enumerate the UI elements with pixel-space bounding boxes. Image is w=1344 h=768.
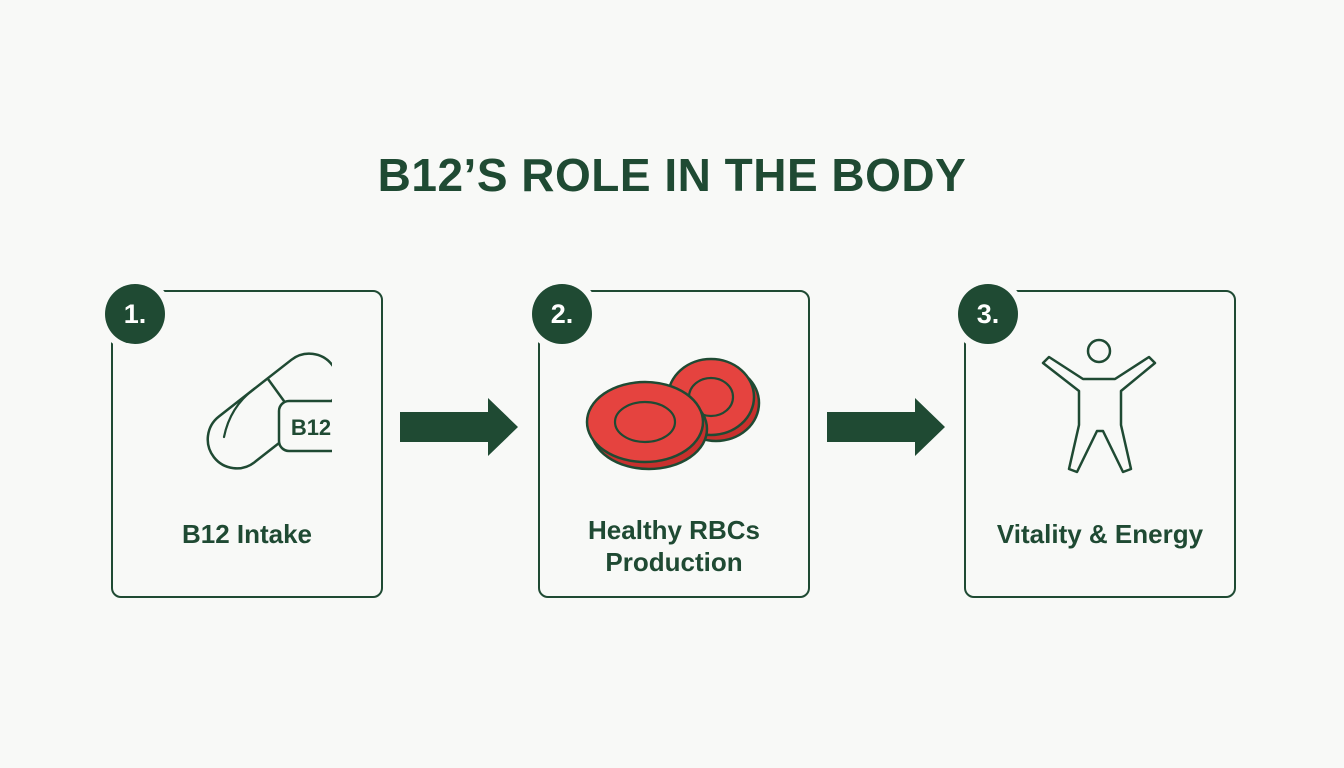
vitamin-capsule-icon: B12 (113, 322, 381, 482)
step-number-badge: 3. (958, 284, 1018, 344)
step-card-b12-intake: 1. B12 B12 Intake (105, 284, 383, 598)
energetic-person-icon (966, 322, 1234, 482)
arrow-right-icon (400, 398, 518, 456)
step-label: Healthy RBCs Production (540, 514, 808, 578)
arrow-right-icon (827, 398, 945, 456)
step-label-line-1: Healthy RBCs (588, 515, 760, 545)
step-card-vitality-energy: 3. Vitality & Energy (958, 284, 1236, 598)
red-blood-cells-icon (540, 322, 808, 482)
diagram-title: B12’S ROLE IN THE BODY (377, 149, 967, 201)
step-label: B12 Intake (181, 519, 313, 549)
step-number-badge: 1. (105, 284, 165, 344)
step-number-badge: 2. (532, 284, 592, 344)
step-card-healthy-rbcs: 2. Healthy RBCs Production (532, 284, 810, 598)
b12-tag-text: B12 (291, 415, 331, 440)
step-label-line-2: Production (605, 547, 743, 577)
step-label: Vitality & Energy (996, 519, 1204, 549)
